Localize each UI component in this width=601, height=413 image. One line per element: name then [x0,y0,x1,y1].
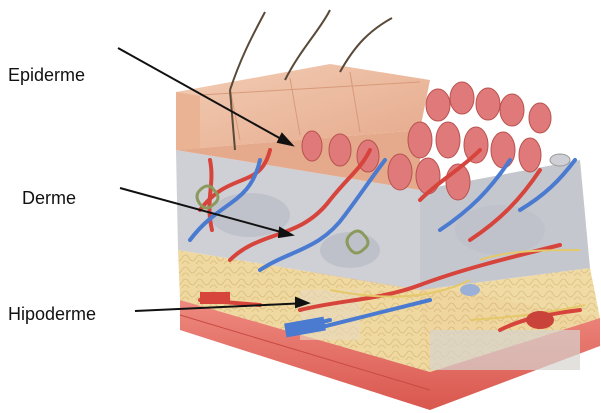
label-epiderme: Epiderme [8,66,85,84]
label-hipoderme: Hipoderme [8,305,96,323]
label-derme: Derme [22,189,76,207]
